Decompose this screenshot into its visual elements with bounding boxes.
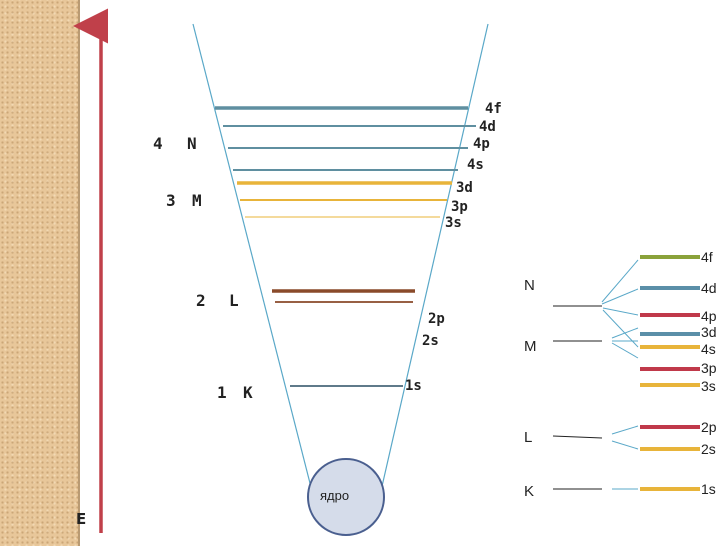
funnel-label-4p: 4p	[473, 136, 490, 152]
split-N-4p	[602, 307, 639, 316]
funnel-label-3p: 3p	[451, 199, 468, 215]
right-shell-N: N	[524, 277, 535, 294]
funnel-sublevel-labels: 4f 4d 4p 4s 3d 3p 3s 2p 2s 1s	[405, 101, 502, 394]
shell-letter-N: N	[187, 134, 197, 153]
right-label-4d: 4d	[701, 280, 717, 296]
funnel-label-3d: 3d	[456, 180, 473, 196]
funnel-label-4d: 4d	[479, 119, 496, 135]
right-label-3p: 3p	[701, 360, 717, 376]
right-sublevel-labels: 4f 4d 4p 3d 4s 3p 3s 2p 2s 1s	[701, 249, 717, 497]
right-shell-K: K	[524, 483, 534, 500]
split-M-3d	[611, 327, 639, 339]
right-label-1s: 1s	[701, 481, 716, 497]
energy-label: E	[76, 510, 86, 528]
funnel-label-1s: 1s	[405, 378, 422, 394]
decorative-side-strip	[0, 0, 80, 546]
split-M-3s	[611, 342, 639, 359]
right-label-3d: 3d	[701, 324, 717, 340]
funnel-right-edge	[379, 23, 489, 496]
right-label-4f: 4f	[701, 249, 713, 265]
funnel-label-3s: 3s	[445, 215, 462, 231]
funnel-label-2p: 2p	[428, 311, 445, 327]
right-label-3s: 3s	[701, 378, 716, 394]
shell-letter-L: L	[229, 291, 239, 310]
shell-labels-left: 4 N 3 M 2 L 1 K	[153, 134, 253, 402]
connector-L	[552, 435, 603, 439]
right-label-4p: 4p	[701, 308, 717, 324]
nucleus-label: ядро	[320, 488, 349, 503]
shell-letter-M: M	[192, 191, 202, 210]
right-shell-M: M	[524, 338, 537, 355]
right-label-4s: 4s	[701, 341, 716, 357]
right-split-lines	[601, 259, 639, 490]
shell-num-3: 3	[166, 191, 176, 210]
split-N-4f	[601, 259, 639, 303]
shell-num-1: 1	[217, 383, 227, 402]
split-L-2s	[611, 440, 639, 450]
right-sublevel-lines	[640, 255, 700, 491]
shell-num-4: 4	[153, 134, 163, 153]
funnel-label-2s: 2s	[422, 333, 439, 349]
shell-num-2: 2	[196, 291, 206, 310]
funnel-label-4s: 4s	[467, 157, 484, 173]
split-N-4d	[601, 288, 639, 305]
nucleus-circle	[307, 458, 385, 536]
shell-letter-K: K	[243, 383, 253, 402]
funnel-left-edge	[192, 23, 314, 496]
funnel-label-4f: 4f	[485, 101, 502, 117]
right-shell-L: L	[524, 429, 532, 446]
right-label-2s: 2s	[701, 441, 716, 457]
split-L-2p	[611, 425, 639, 435]
right-label-2p: 2p	[701, 419, 717, 435]
right-shell-labels: N M L K	[524, 277, 537, 500]
funnel-levels	[215, 106, 476, 387]
right-connectors	[552, 305, 603, 490]
